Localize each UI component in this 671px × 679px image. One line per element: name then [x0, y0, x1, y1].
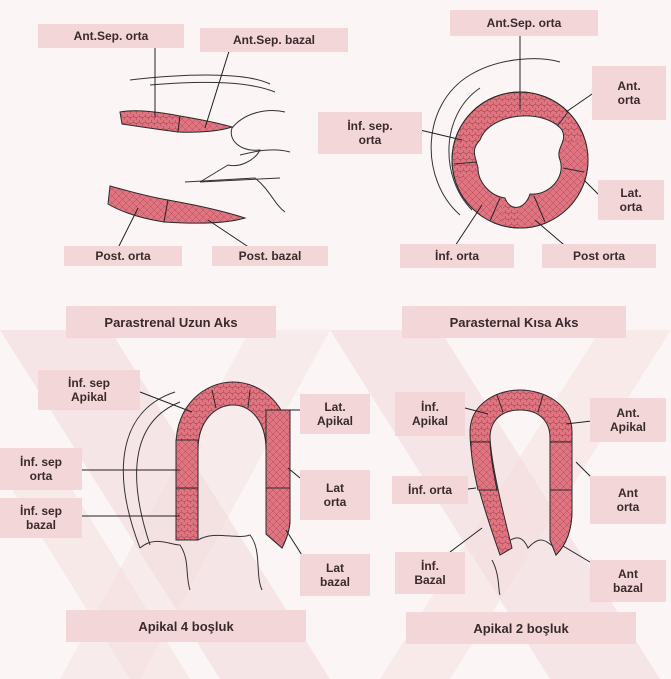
label-a2c-inf-orta: İnf. orta [392, 476, 468, 504]
label-psax-post-orta: Post orta [542, 244, 656, 268]
label-a2c-inf-bazal: İnf. Bazal [395, 552, 465, 594]
title-a2c: Apikal 2 boşluk [406, 612, 636, 644]
label-a2c-inf-apikal: İnf. Apikal [395, 392, 465, 436]
label-a2c-ant-bazal: Ant bazal [590, 560, 666, 602]
title-plax: Parastrenal Uzun Aks [66, 306, 276, 338]
plax-post-bazal-segment [164, 200, 245, 223]
label-a4c-lat-bazal: Lat bazal [300, 554, 370, 596]
plax-ant-sep-orta-segment [120, 111, 180, 132]
label-a4c-lat-apikal: Lat. Apikal [300, 394, 370, 434]
plax-diagram [108, 48, 290, 248]
label-psax-ant-sep-orta: Ant.Sep. orta [450, 10, 598, 36]
label-psax-inf-sep-orta: İnf. sep. orta [318, 112, 422, 154]
label-a4c-inf-sep-orta: İnf. sep orta [0, 448, 82, 490]
title-a4c: Apikal 4 boşluk [66, 610, 306, 642]
label-psax-inf-orta: İnf. orta [400, 244, 514, 268]
plax-post-orta-segment [108, 186, 168, 222]
psax-diagram [420, 35, 600, 250]
label-plax-post-bazal: Post. bazal [212, 246, 328, 266]
label-psax-lat-orta: Lat. orta [598, 180, 664, 220]
label-a4c-inf-sep-bazal: İnf. sep bazal [0, 498, 82, 538]
label-a4c-lat-orta: Lat orta [300, 470, 370, 520]
label-a4c-inf-sep-apikal: İnf. sep Apikal [38, 370, 140, 410]
title-psax: Parasternal Kısa Aks [402, 306, 626, 338]
label-plax-ant-sep-bazal: Ant.Sep. bazal [200, 28, 348, 52]
label-plax-ant-sep-orta: Ant.Sep. orta [38, 24, 184, 48]
plax-ant-sep-bazal-segment [178, 116, 232, 132]
label-a2c-ant-apikal: Ant. Apikal [590, 398, 666, 442]
label-plax-post-orta: Post. orta [64, 246, 182, 266]
label-psax-ant-orta: Ant. orta [592, 66, 666, 120]
label-a2c-ant-orta: Ant orta [590, 476, 666, 524]
